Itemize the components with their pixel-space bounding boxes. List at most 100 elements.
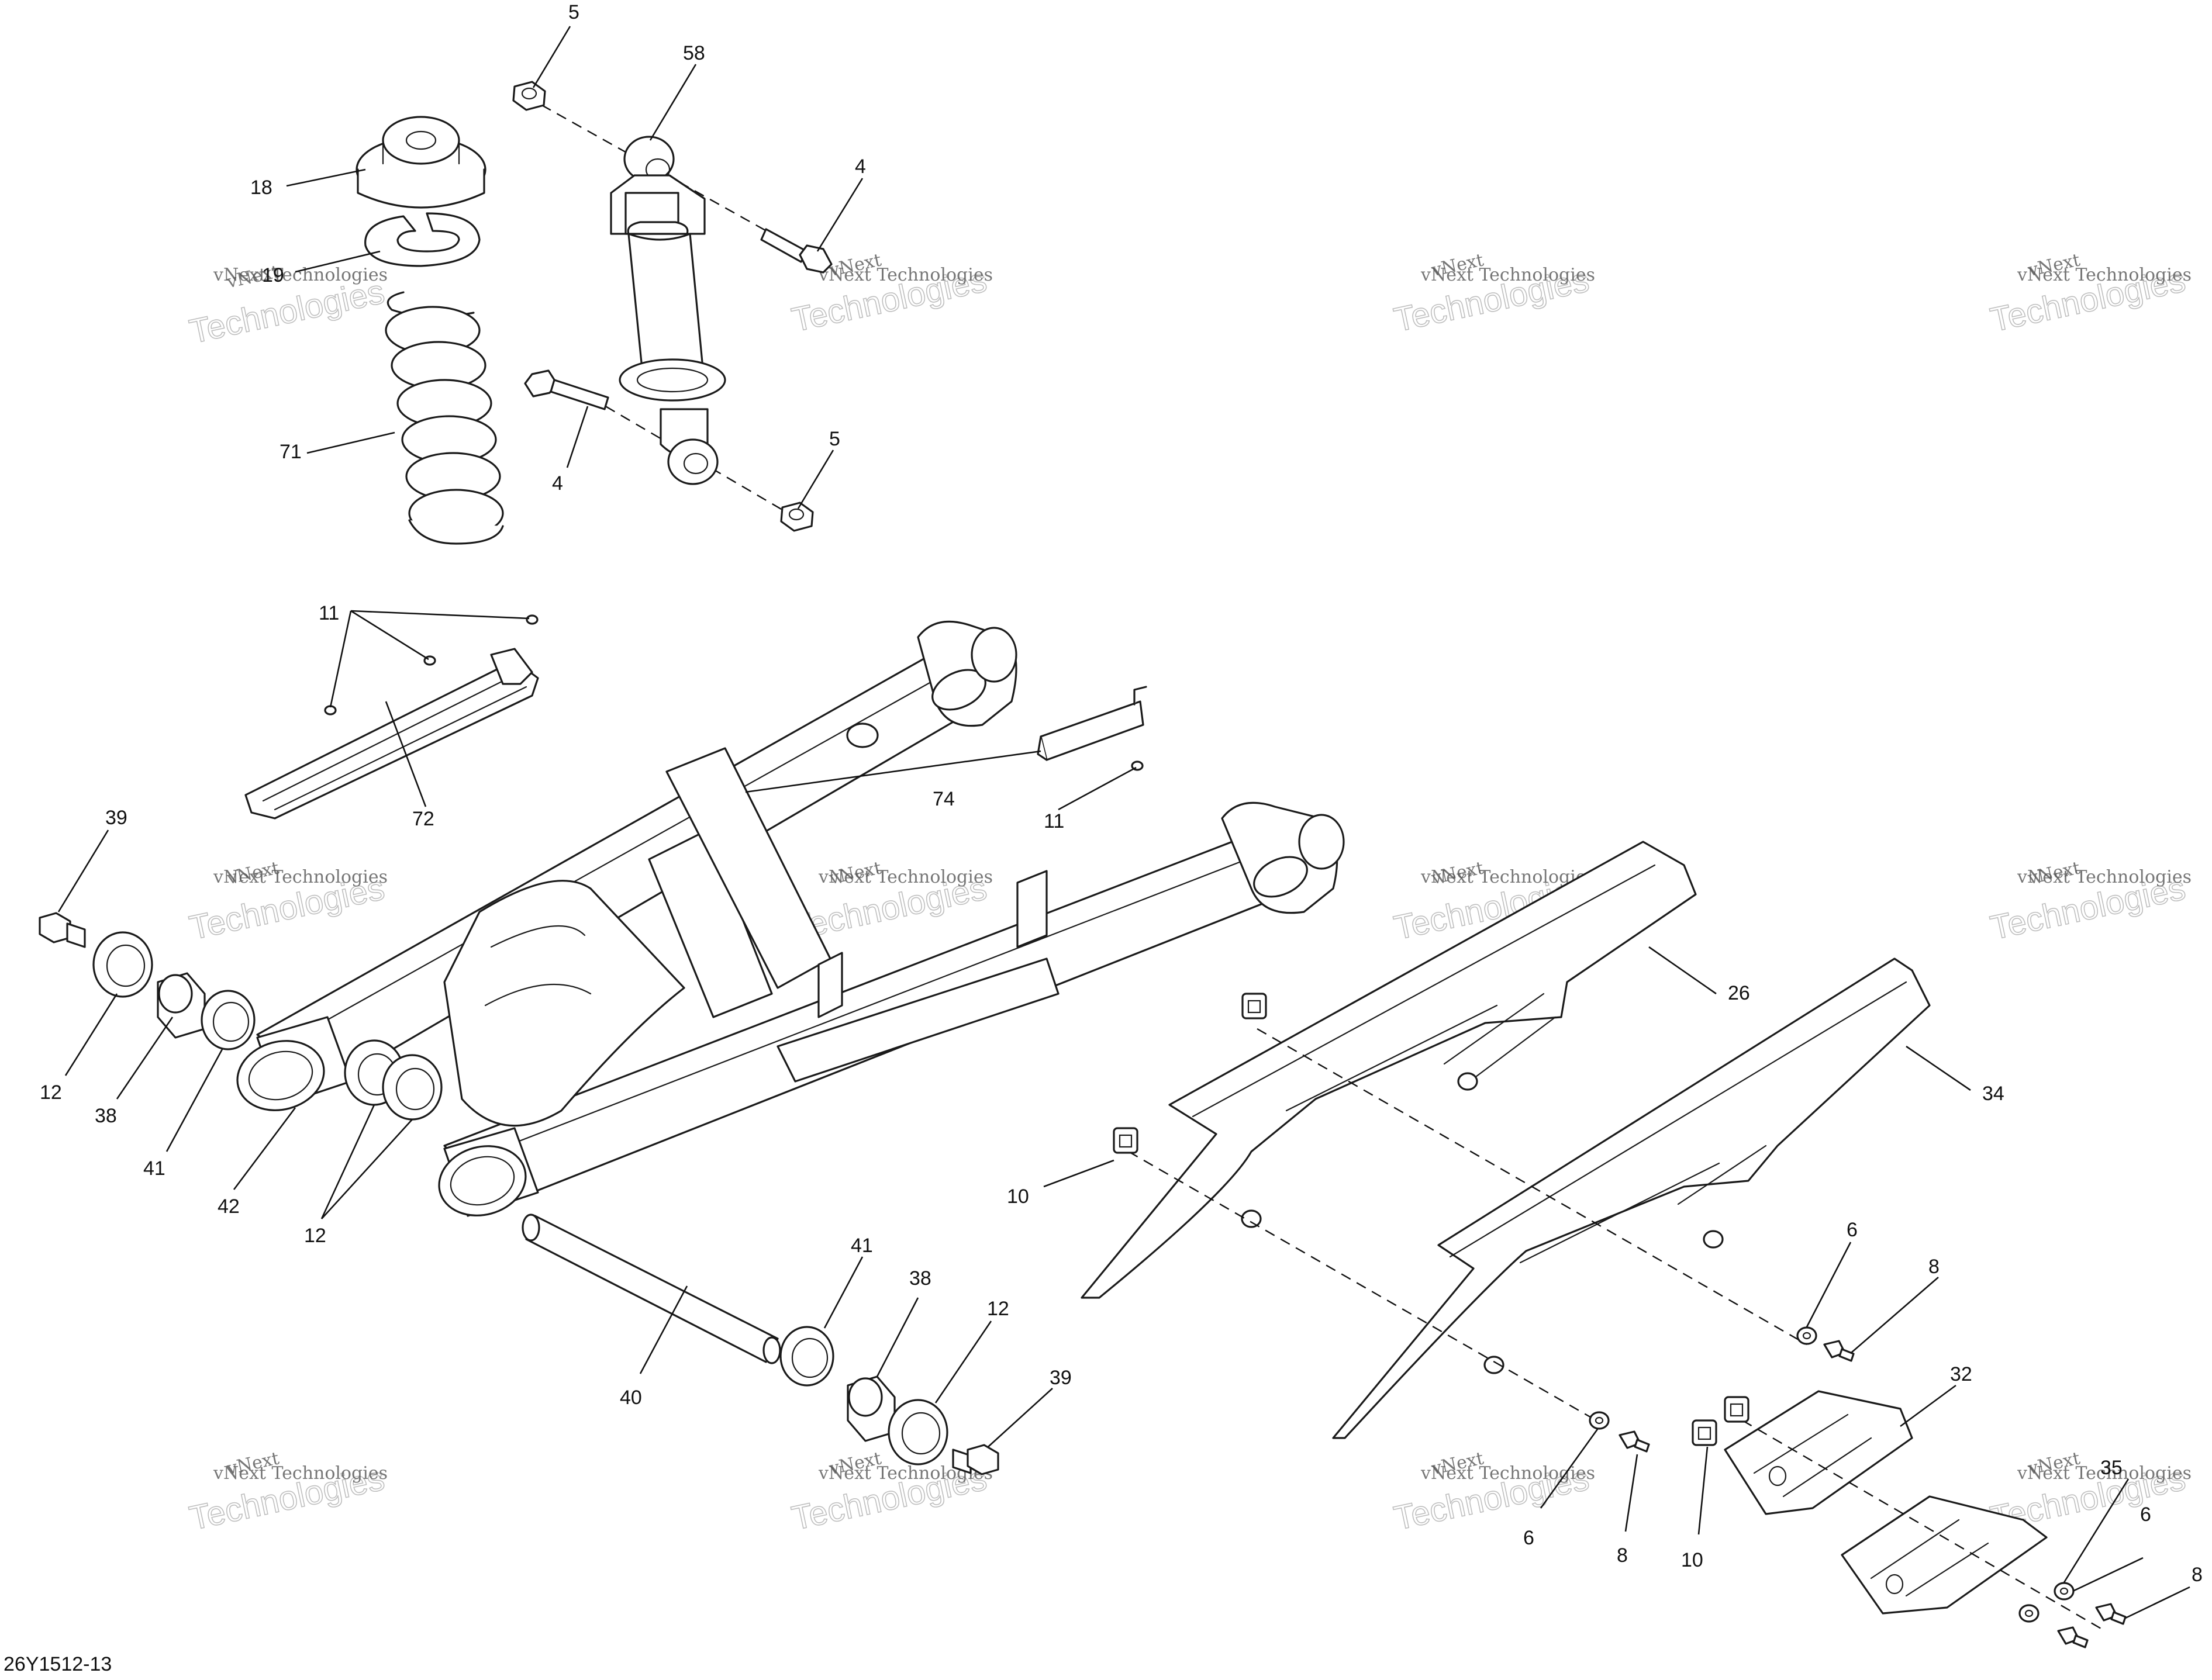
assembly-axis <box>590 396 796 518</box>
callout: 11 <box>1044 810 1064 832</box>
clip-nut-10 <box>1113 1127 1138 1154</box>
mounting-tab <box>817 952 843 1018</box>
watermark: Technologies vNext <box>1987 858 2189 948</box>
washer-6 <box>1796 1326 1817 1345</box>
spring-retainer-19 <box>364 212 481 267</box>
callout: 8 <box>1928 1256 1940 1278</box>
watermark: Technologies vNext <box>186 858 388 948</box>
shock-mount-boss <box>846 723 879 748</box>
callout: 74 <box>933 788 955 810</box>
shield-32 <box>1724 1390 1913 1515</box>
callout: 11 <box>319 602 339 624</box>
watermark-text: vNext Technologies <box>213 265 388 285</box>
callout: 26 <box>1728 982 1750 1004</box>
callout: 5 <box>829 428 840 450</box>
callout: 39 <box>105 807 127 829</box>
seal-41-right <box>779 1326 834 1387</box>
rear-pivot-right <box>1221 801 1345 914</box>
clip-11 <box>324 705 337 715</box>
watermark-text: vNext Technologies <box>1420 1463 1595 1484</box>
callout: 72 <box>412 808 434 830</box>
shock-absorber-group <box>356 81 833 545</box>
callout: 42 <box>218 1195 240 1218</box>
assembly-axis <box>1128 1150 1597 1422</box>
callout: 8 <box>2192 1564 2203 1586</box>
bearing-12-right <box>888 1399 948 1465</box>
screw-8 <box>1619 1430 1650 1453</box>
callout: 34 <box>1982 1083 2004 1105</box>
clip-nut-10 <box>1724 1396 1749 1423</box>
swing-arm-42 <box>236 620 1345 1217</box>
chain-slider-74 <box>1037 686 1147 771</box>
callout: 4 <box>552 472 563 495</box>
assembly-axis <box>1257 1028 1807 1346</box>
watermark-text: vNext Technologies <box>2017 1463 2192 1484</box>
chain-guard-34 <box>1332 957 1931 1439</box>
watermark-text: vNext Technologies <box>213 867 388 887</box>
pivot-shaft-40 <box>522 1214 781 1364</box>
callout: 8 <box>1617 1544 1628 1567</box>
pivot-bolt-39-right <box>952 1444 999 1475</box>
spacer-38-right <box>847 1375 896 1442</box>
pivot-hardware-right <box>779 1326 999 1475</box>
rear-pivot-left <box>917 620 1017 727</box>
shield-35 <box>1841 1495 2048 1615</box>
callout: 12 <box>40 1081 62 1104</box>
nut-5-top <box>512 81 546 111</box>
callout: 41 <box>143 1157 165 1180</box>
watermark-text: vNext Technologies <box>2017 867 2192 887</box>
callout: 71 <box>279 441 302 463</box>
callout: 19 <box>262 264 284 286</box>
callout: 4 <box>855 155 866 178</box>
callout: 18 <box>250 177 272 199</box>
spring-seat-18 <box>356 116 486 209</box>
callouts: 5 58 4 18 19 71 4 5 11 72 74 11 39 12 38… <box>40 1 2203 1586</box>
callout: 40 <box>620 1387 642 1409</box>
callout: 6 <box>1523 1527 1534 1549</box>
watermark-text: vNext Technologies <box>818 265 993 285</box>
callout: 5 <box>568 1 579 23</box>
washer-6 <box>2018 1604 2040 1623</box>
callout: 12 <box>987 1298 1009 1320</box>
leader-lines <box>57 26 2190 1619</box>
callout: 12 <box>304 1225 326 1247</box>
watermark-text: vNext Technologies <box>818 867 993 887</box>
reference-code: 26Y1512-13 <box>4 1653 112 1675</box>
screw-8 <box>1823 1340 1855 1362</box>
screw-8 <box>2095 1603 2127 1625</box>
screw-8 <box>2057 1626 2089 1648</box>
pivot-bolt-39-left <box>39 912 86 948</box>
shock-absorber-58 <box>610 136 726 485</box>
clip-nut-10 <box>1241 993 1267 1019</box>
callout: 10 <box>1681 1549 1703 1571</box>
callout: 6 <box>1847 1219 1858 1241</box>
callout: 32 <box>1950 1363 1972 1385</box>
bolt-4-top <box>760 228 833 274</box>
watermark-text: vNext Technologies <box>1420 265 1595 285</box>
clip-11 <box>526 614 539 625</box>
nut-5-lower <box>780 502 814 532</box>
callout: 35 <box>2100 1457 2123 1479</box>
callout: 6 <box>2140 1503 2151 1526</box>
callout: 41 <box>851 1235 873 1257</box>
pivot-hardware-left <box>39 912 443 1121</box>
callout: 39 <box>1050 1367 1072 1389</box>
bolt-4-lower <box>524 369 609 410</box>
small-hardware <box>1113 993 2127 1648</box>
watermark-text: vNext Technologies <box>213 1463 388 1484</box>
chain-guard-26 <box>1081 841 1697 1299</box>
callout: 38 <box>95 1105 117 1127</box>
callout: 58 <box>683 42 705 64</box>
bearing-12-left-a <box>92 931 153 998</box>
seal-41-left <box>201 990 256 1050</box>
washer-6 <box>2054 1582 2075 1601</box>
clip-nut-10 <box>1692 1419 1717 1446</box>
callout: 10 <box>1007 1185 1029 1208</box>
front-pivot-tube-right <box>438 1127 539 1217</box>
chain-guide-72 <box>244 614 539 820</box>
watermark-text: vNext Technologies <box>2017 265 2192 285</box>
callout: 38 <box>909 1267 931 1290</box>
bearing-12-left-c <box>382 1054 443 1121</box>
washer-6 <box>1589 1411 1610 1430</box>
